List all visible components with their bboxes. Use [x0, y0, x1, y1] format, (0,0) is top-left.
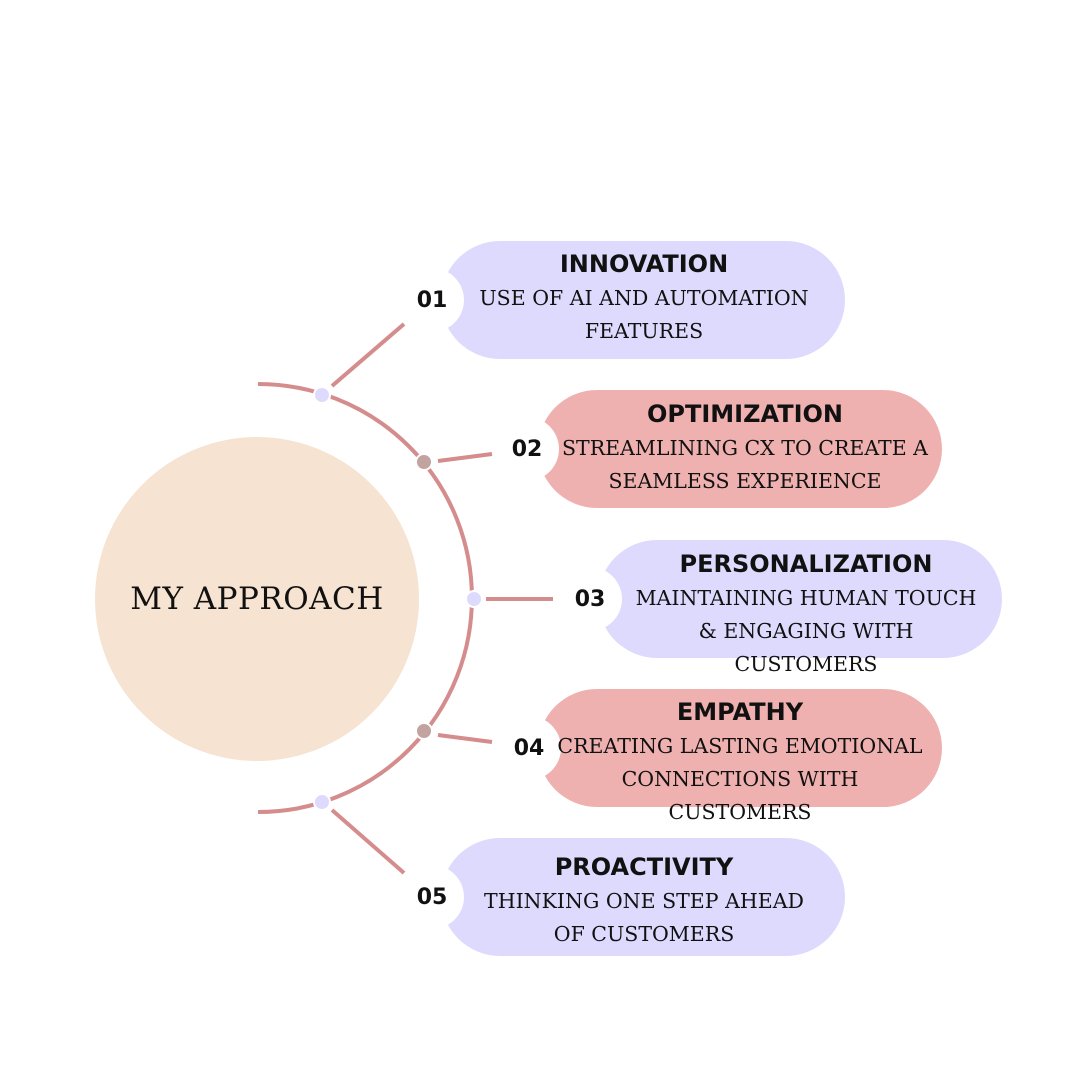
item-description: STREAMLINING CX TO CREATE A SEAMLESS EXP…	[561, 436, 928, 493]
spoke-05	[330, 808, 406, 875]
item-description: CREATING LASTING EMOTIONAL CONNECTIONS W…	[557, 734, 923, 824]
item-title: OPTIMIZATION	[646, 400, 843, 428]
step-number-03: 03	[558, 567, 622, 631]
item-text-empathy: EMPATHY CREATING LASTING EMOTIONAL CONNE…	[552, 697, 928, 829]
item-text-proactivity: PROACTIVITY THINKING ONE STEP AHEAD OF C…	[468, 852, 820, 951]
node-dot-03	[465, 590, 483, 608]
pill-innovation	[441, 241, 845, 359]
item-title: PROACTIVITY	[554, 853, 734, 881]
item-title: PERSONALIZATION	[679, 550, 933, 578]
item-text-personalization: PERSONALIZATION MAINTAINING HUMAN TOUCH …	[624, 549, 988, 681]
node-dot-04	[415, 722, 433, 740]
node-dot-05	[313, 793, 331, 811]
step-number-05: 05	[400, 865, 464, 929]
item-title: EMPATHY	[676, 698, 804, 726]
step-number-04: 04	[497, 716, 561, 780]
center-circle	[95, 437, 419, 761]
center-title: MY APPROACH	[130, 581, 384, 617]
pill-optimization	[538, 390, 942, 508]
spoke-01	[330, 322, 406, 388]
step-number-02: 02	[495, 417, 559, 481]
pill-empathy	[538, 689, 942, 807]
spoke-02	[437, 452, 493, 463]
spoke-04	[437, 733, 493, 744]
item-description: USE OF AI AND AUTOMATION FEATURES	[479, 286, 809, 343]
node-dot-01	[313, 386, 331, 404]
item-title: INNOVATION	[559, 250, 729, 278]
node-dot-02	[415, 453, 433, 471]
step-number-01: 01	[400, 268, 464, 332]
item-text-innovation: INNOVATION USE OF AI AND AUTOMATION FEAT…	[466, 249, 822, 348]
item-text-optimization: OPTIMIZATION STREAMLINING CX TO CREATE A…	[560, 399, 930, 498]
item-description: MAINTAINING HUMAN TOUCH & ENGAGING WITH …	[635, 586, 977, 676]
pill-proactivity	[441, 838, 845, 956]
item-description: THINKING ONE STEP AHEAD OF CUSTOMERS	[484, 889, 804, 946]
pill-personalization	[598, 540, 1002, 658]
